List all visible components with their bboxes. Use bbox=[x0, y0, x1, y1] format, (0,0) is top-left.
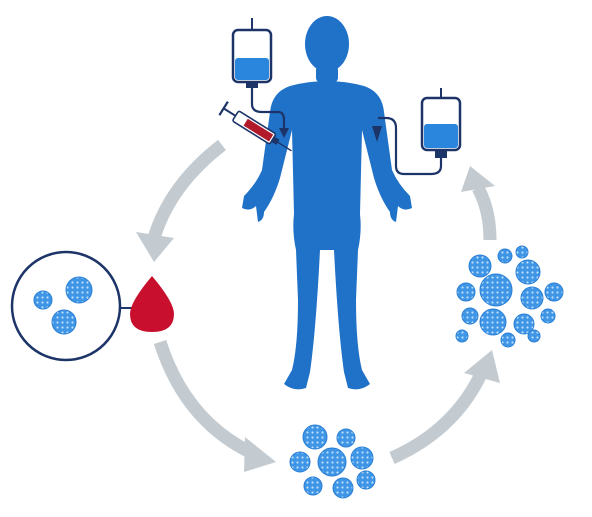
cell-icon bbox=[51, 309, 77, 335]
cell-icon bbox=[479, 273, 513, 307]
magnifier-circle-icon bbox=[10, 250, 152, 362]
cell-icon bbox=[515, 245, 529, 259]
syringe-icon bbox=[218, 101, 292, 152]
cell-icon bbox=[497, 248, 513, 264]
cell-icon bbox=[455, 329, 469, 343]
cell-cluster-expansion bbox=[455, 245, 564, 348]
curved-arrow-icon bbox=[461, 166, 497, 241]
cell-icon bbox=[515, 259, 541, 285]
cycle-arrows bbox=[136, 139, 500, 472]
iv-bag-icon bbox=[231, 18, 289, 138]
cell-icon bbox=[302, 424, 328, 450]
cell-icon bbox=[540, 308, 556, 324]
curved-arrow-icon bbox=[389, 350, 500, 464]
cell-icon bbox=[303, 476, 323, 496]
cell-icon bbox=[65, 276, 93, 304]
cell-icon bbox=[513, 313, 535, 335]
cell-icon bbox=[33, 290, 53, 310]
curved-arrow-icon bbox=[153, 340, 276, 472]
cell-icon bbox=[500, 332, 516, 348]
curved-arrow-icon bbox=[136, 139, 226, 262]
cell-icon bbox=[350, 446, 374, 470]
cell-icon bbox=[456, 282, 476, 302]
cell-icon bbox=[527, 329, 541, 343]
cell-cluster-culture bbox=[289, 424, 376, 499]
iv-bag-icon bbox=[372, 88, 462, 176]
human-silhouette-icon bbox=[242, 16, 412, 390]
cell-icon bbox=[479, 308, 507, 336]
cell-icon bbox=[461, 307, 479, 325]
cell-icon bbox=[332, 477, 354, 499]
cell-icon bbox=[356, 470, 376, 490]
cell-icon bbox=[336, 428, 356, 448]
blood-drop-icon bbox=[130, 276, 174, 332]
cell-icon bbox=[289, 451, 311, 473]
cell-icon bbox=[520, 286, 544, 310]
cell-icon bbox=[468, 254, 492, 278]
cell-icon bbox=[544, 282, 564, 302]
cell-icon bbox=[317, 447, 347, 477]
